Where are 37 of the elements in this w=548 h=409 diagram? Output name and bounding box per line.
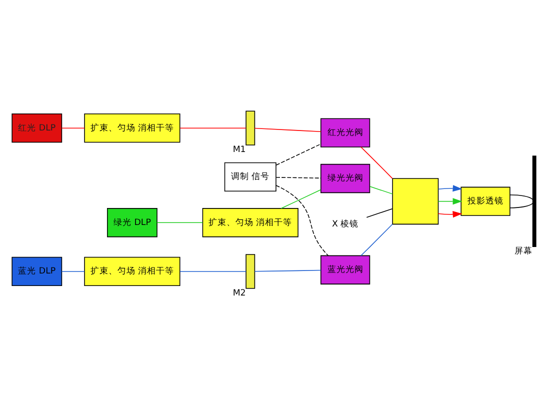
connector (254, 128, 322, 132)
node-box: 调制 信号 (224, 162, 276, 192)
node-box: 绿光 DLP (107, 208, 158, 238)
node-bar (246, 254, 256, 289)
node-box: 蓝光光阀 (320, 255, 370, 284)
node-box: 扩束、匀场 消相干等 (202, 208, 298, 238)
node-text: X 棱镜 (332, 219, 359, 230)
connector (280, 189, 322, 209)
connector (276, 144, 322, 166)
connector (254, 270, 322, 272)
node-label: 屏幕 (514, 246, 533, 257)
node-box: 红光 DLP (12, 114, 62, 143)
node-bar (532, 156, 536, 248)
node-box: 扩束、匀场 消相干等 (84, 256, 180, 286)
connector (370, 186, 393, 194)
arrow (438, 185, 462, 192)
node-label: M2 (232, 288, 246, 298)
arrow (438, 198, 462, 205)
connector (61, 271, 85, 272)
node-label: M1 (232, 144, 246, 155)
node-box: 红光光阀 (320, 118, 370, 148)
connector (360, 146, 393, 179)
connector (510, 202, 534, 208)
node-box: 绿光光阀 (320, 164, 370, 194)
node-box: 蓝光 DLP (12, 256, 62, 286)
connector (276, 184, 329, 256)
node-box (392, 178, 439, 225)
node-bar (246, 110, 256, 146)
node-box: 扩束、匀场 消相干等 (84, 114, 180, 143)
connector (366, 208, 393, 218)
connector (276, 176, 322, 178)
connector (180, 271, 246, 272)
connector (156, 222, 203, 224)
connector (510, 194, 534, 200)
arrow (438, 211, 462, 218)
node-box: 投影透镜 (460, 186, 510, 216)
connector (360, 224, 393, 256)
